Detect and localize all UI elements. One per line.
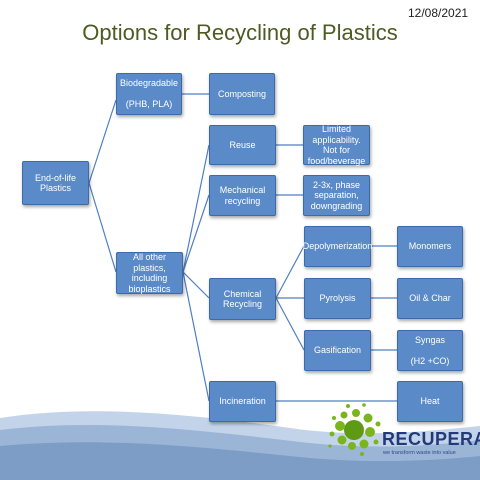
node-end-of-life-plastics: End-of-life Plastics [22, 161, 89, 205]
logo-wordmark: RECUPERA [382, 429, 480, 449]
node-heat: Heat [397, 381, 463, 422]
node-monomers: Monomers [397, 226, 463, 267]
node-reuse: Reuse [209, 125, 276, 165]
node-composting: Composting [209, 73, 275, 115]
node-pyrolysis: Pyrolysis [304, 278, 371, 319]
node-all-other-plastics: All other plastics, including bioplastic… [116, 252, 183, 294]
recupera-logo-icon [328, 403, 381, 456]
node-mechanical-result: 2-3x, phase separation, downgrading [303, 175, 370, 216]
page-title: Options for Recycling of Plastics [82, 20, 398, 45]
node-chemical-recycling: Chemical Recycling [209, 278, 276, 320]
node-gasification: Gasification [304, 330, 371, 371]
node-oil-and-char: Oil & Char [397, 278, 463, 319]
node-biodegradable: Biodegradable (PHB, PLA) [116, 73, 182, 115]
logo-tagline: we transform waste into value [383, 450, 456, 456]
node-incineration: Incineration [209, 381, 276, 422]
date-label: 12/08/2021 [408, 6, 469, 20]
node-limited-applicability: Limited applicability. Not for food/beve… [303, 124, 370, 166]
node-depolymerization: Depolymerization [303, 226, 372, 267]
node-mechanical-recycling: Mechanical recycling [209, 175, 276, 216]
node-syngas: Syngas (H2 +CO) [397, 330, 463, 371]
